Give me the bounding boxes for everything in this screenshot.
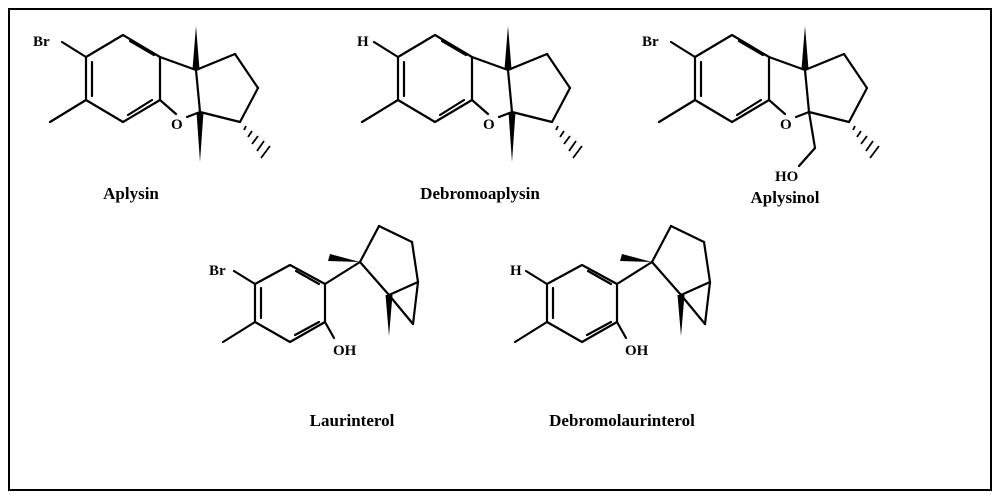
- structure-laurinterol: Br OH Laurinterol: [209, 224, 420, 430]
- compound-name: Aplysinol: [751, 188, 820, 207]
- halogen-atom: Br: [642, 34, 659, 50]
- halogen-atom: H: [357, 34, 369, 50]
- hashed-bond: [852, 125, 880, 159]
- hydroxyl-label: HO: [775, 169, 798, 185]
- hashed-bond: [243, 125, 271, 159]
- hydroxyl-label: OH: [625, 343, 649, 359]
- halogen-atom: H: [510, 263, 522, 279]
- structure-debromolaurinterol: H OH Debromolaurinterol: [510, 224, 712, 430]
- hashed-bond: [555, 125, 583, 159]
- halogen-atom: Br: [33, 34, 50, 50]
- oxygen-atom: O: [171, 117, 183, 133]
- oxygen-atom: O: [483, 117, 495, 133]
- oxygen-atom: O: [780, 117, 792, 133]
- compound-name: Laurinterol: [310, 411, 395, 430]
- hydroxyl-label: OH: [333, 343, 357, 359]
- compound-name: Debromolaurinterol: [549, 411, 695, 430]
- halogen-atom: Br: [209, 263, 226, 279]
- structure-aplysinol: Br O HO Aplysinol: [642, 26, 880, 207]
- compound-name: Aplysin: [103, 184, 159, 203]
- compound-name: Debromoaplysin: [420, 184, 540, 203]
- structure-aplysin: Br O Aplysin: [33, 26, 271, 203]
- figure-frame: [8, 8, 992, 491]
- structure-debromoaplysin: H O Debromoaplysin: [357, 26, 583, 203]
